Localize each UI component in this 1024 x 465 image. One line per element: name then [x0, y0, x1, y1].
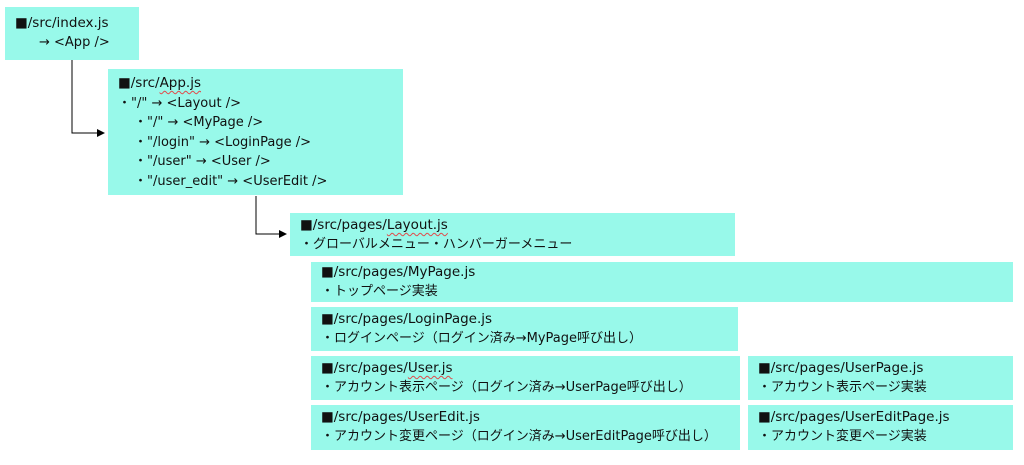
node-layout: ■/src/pages/Layout.js ・グローバルメニュー・ハンバーガーメ… — [290, 213, 735, 256]
route-line: ・"/login" → <LoginPage /> — [134, 134, 312, 150]
node-line: ・アカウント変更ページ（ログイン済み→UserEditPage呼び出し） — [321, 429, 717, 444]
title-prefix: ■/src/pages/ — [321, 360, 408, 376]
node-line: ・アカウント変更ページ実装 — [758, 429, 927, 444]
title-file: App.js — [159, 75, 202, 91]
node-title: ■/src/index.js — [15, 15, 109, 31]
title-prefix: ■/src/pages/ — [300, 217, 387, 233]
node-line: ・トップページ実装 — [321, 284, 438, 299]
node-title: ■/src/App.js — [118, 74, 393, 94]
title-file: User.js — [407, 360, 453, 376]
node-line: → <App /> — [39, 35, 110, 50]
route-line: ・"/user" → <User /> — [134, 154, 271, 169]
connector-index-to-app — [71, 60, 105, 137]
node-line: ・ログインページ（ログイン済み→MyPage呼び出し） — [321, 331, 643, 346]
node-title: ■/src/pages/UserEditPage.js — [758, 409, 950, 425]
node-userpage: ■/src/pages/UserPage.js ・アカウント表示ページ実装 — [748, 356, 1013, 400]
node-loginpage: ■/src/pages/LoginPage.js ・ログインページ（ログイン済み… — [311, 307, 738, 351]
node-title: ■/src/pages/Layout.js — [300, 215, 725, 235]
route-line: ・"/" → <Layout /> — [118, 95, 241, 111]
node-title: ■/src/pages/LoginPage.js — [321, 311, 493, 327]
connector-app-to-layout — [255, 196, 287, 238]
node-line: ・アカウント表示ページ実装 — [758, 380, 927, 395]
route-line: ・"/user_edit" → <UserEdit /> — [134, 173, 328, 189]
node-app: ■/src/App.js ・"/" → <Layout /> ・"/" → <M… — [108, 69, 403, 195]
node-title: ■/src/pages/User.js — [321, 358, 730, 378]
node-index: ■/src/index.js → <App /> — [5, 7, 139, 60]
route-line: ・"/" → <MyPage /> — [134, 115, 264, 130]
title-file: Layout.js — [386, 217, 448, 233]
node-title: ■/src/pages/UserEdit.js — [321, 409, 480, 425]
node-line: ・グローバルメニュー・ハンバーガーメニュー — [300, 237, 573, 252]
node-title: ■/src/pages/UserPage.js — [758, 360, 924, 376]
title-prefix: ■/src/ — [118, 75, 160, 91]
node-user: ■/src/pages/User.js ・アカウント表示ページ（ログイン済み→U… — [311, 356, 740, 400]
node-line: ・アカウント表示ページ（ログイン済み→UserPage呼び出し） — [321, 380, 692, 395]
node-title: ■/src/pages/MyPage.js — [321, 264, 476, 280]
node-mypage: ■/src/pages/MyPage.js ・トップページ実装 — [311, 262, 1013, 302]
node-useredit: ■/src/pages/UserEdit.js ・アカウント変更ページ（ログイン… — [311, 405, 740, 450]
node-usereditpage: ■/src/pages/UserEditPage.js ・アカウント変更ページ実… — [748, 405, 1013, 450]
